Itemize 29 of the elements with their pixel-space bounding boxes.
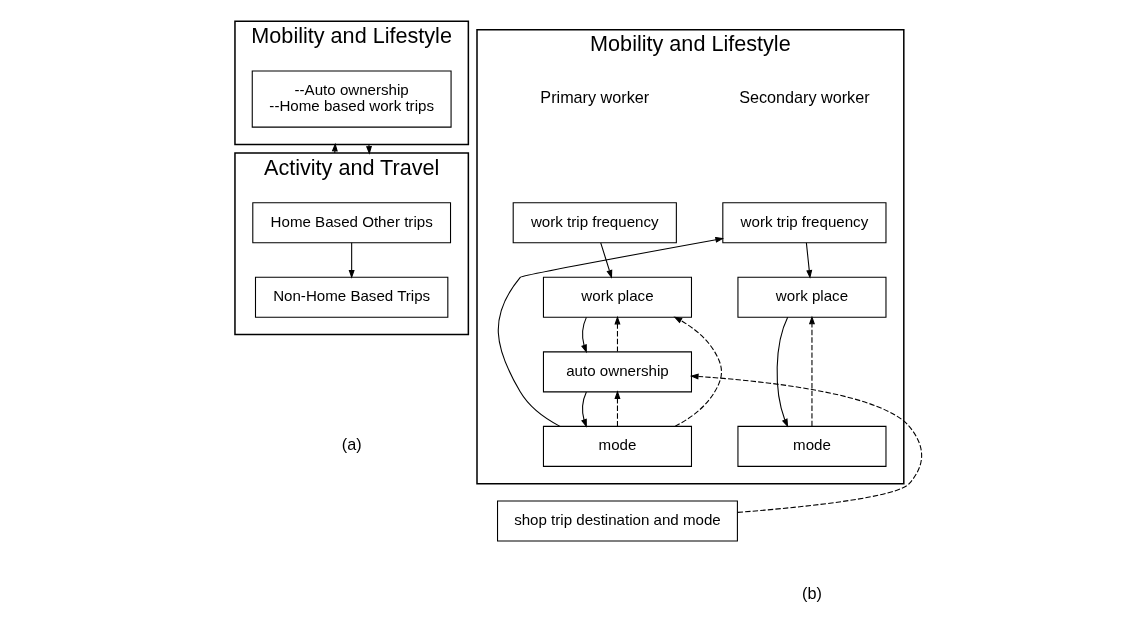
- arrow: [581, 316, 587, 354]
- arrow: [614, 315, 621, 353]
- arrow: [581, 391, 587, 428]
- node-box: --Auto ownership --Home based work trips: [251, 70, 452, 128]
- label: Primary worker: [540, 87, 650, 106]
- arrow: [805, 242, 813, 279]
- arrow: [331, 142, 338, 154]
- arrow: [614, 390, 621, 427]
- node-box: work trip frequency: [722, 202, 887, 244]
- arrow: [497, 236, 725, 427]
- label: Secondary worker: [739, 87, 870, 106]
- node-box: Home Based Other trips: [252, 202, 452, 244]
- arrow: [808, 315, 815, 427]
- label: (b): [802, 583, 822, 602]
- arrow: [776, 316, 789, 428]
- arrow: [366, 143, 373, 155]
- node-box: mode: [737, 425, 887, 467]
- arrow: [673, 316, 723, 427]
- node-box: work trip frequency: [512, 202, 677, 244]
- node-box: shop trip destination and mode: [497, 500, 738, 542]
- node-box: Non-Home Based Trips: [254, 276, 449, 318]
- arrow: [600, 242, 613, 279]
- node-box: work place: [737, 276, 887, 318]
- arrow: [348, 242, 355, 279]
- node-box: mode: [542, 425, 692, 467]
- node-box: auto ownership: [542, 351, 692, 393]
- node-box: work place: [542, 276, 692, 318]
- label: (a): [341, 435, 362, 454]
- arrow: [689, 373, 923, 513]
